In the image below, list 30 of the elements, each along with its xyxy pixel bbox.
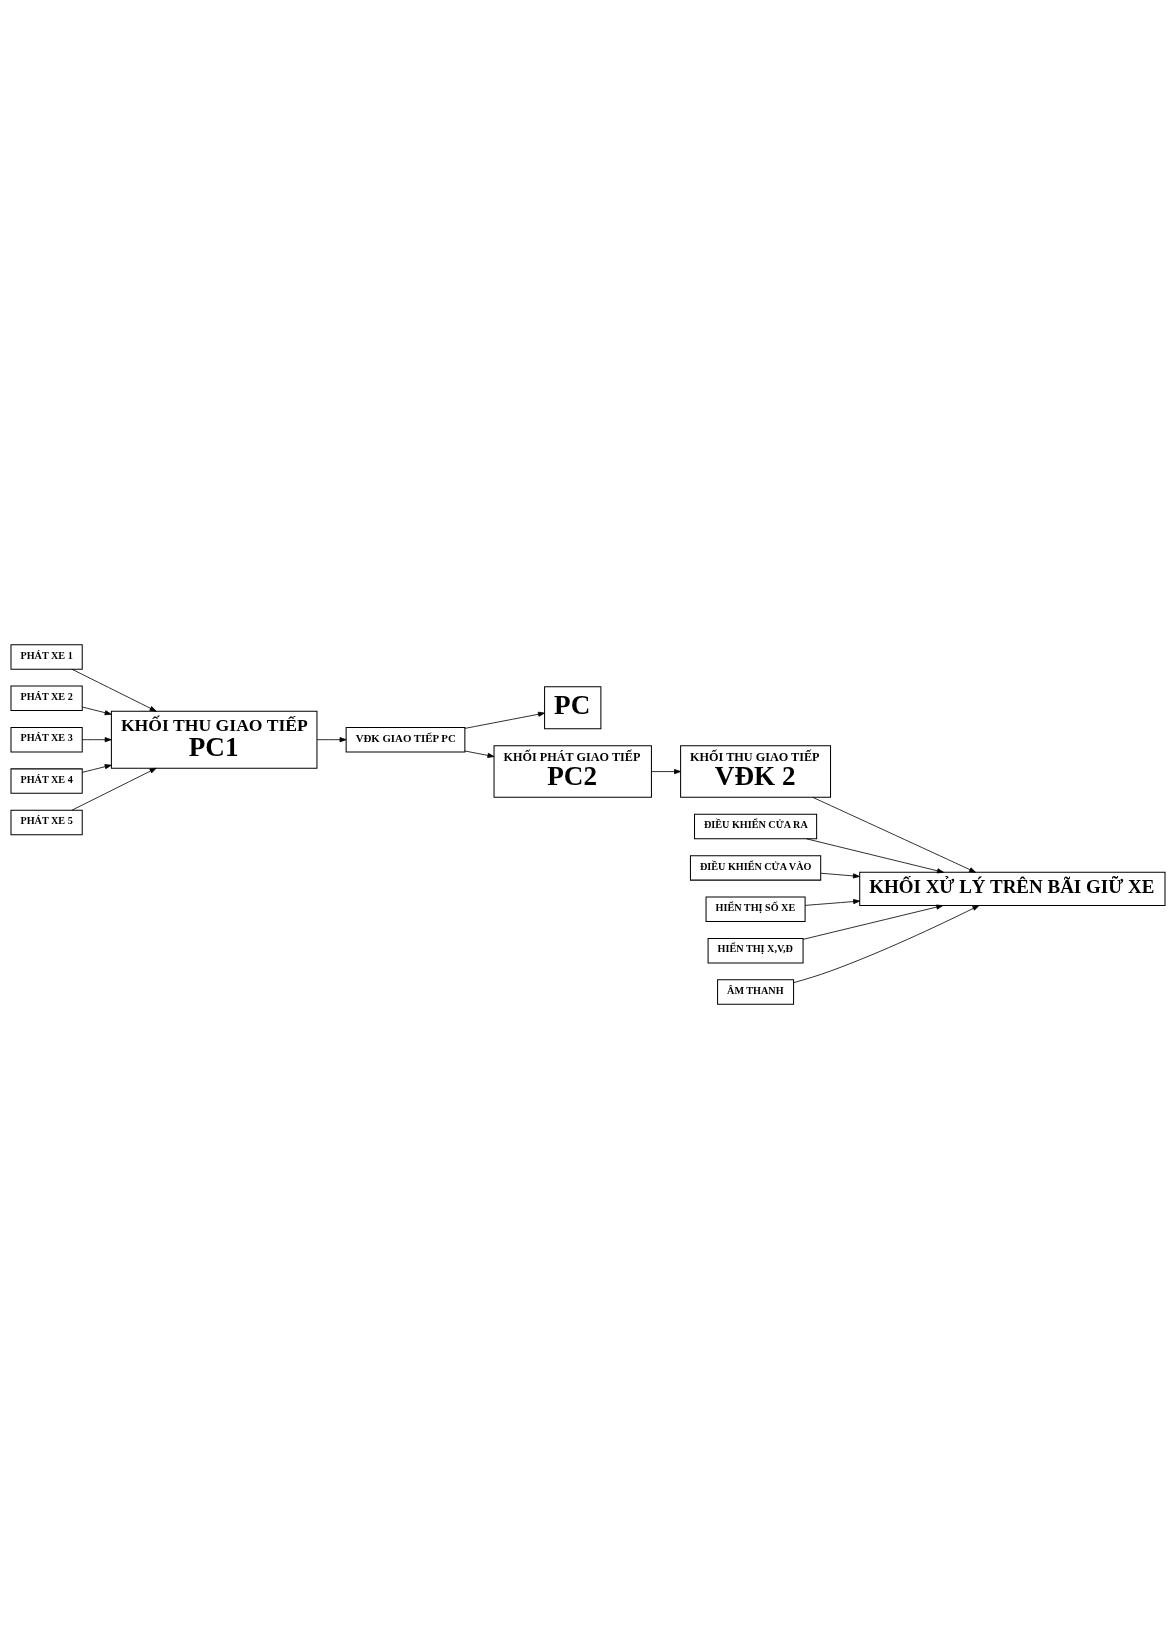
arrow [793,904,980,983]
node-box: HIỂN THỊ SỐ XE [705,896,806,922]
arrow [81,706,112,715]
node-box: PHÁT XE 4 [10,767,83,794]
node-box: ĐIỀU KHIỂN CỬA VÀO [689,854,822,881]
node-box: KHỐI THU GIAO TIẾP VĐK 2 [680,744,832,798]
node-box: KHỐI PHÁT GIAO TIẾP PC2 [493,744,652,798]
node-box: PHÁT XE 1 [10,643,83,670]
arrow [802,904,944,940]
arrow [71,767,157,811]
node-box: HIỂN THỊ X,V,Đ [707,937,804,963]
arrow [464,711,545,729]
arrow [820,872,860,878]
node-box: PC [544,685,602,729]
arrow [81,763,112,773]
node-box: PHÁT XE 3 [10,726,83,752]
arrow [464,750,495,758]
node-box: PHÁT XE 5 [10,809,83,835]
node-box: KHỐI THU GIAO TIẾP PC1 [110,710,318,769]
arrow [651,768,681,774]
arrow [71,668,157,712]
node-box: VĐK GIAO TIẾP PC [345,726,466,752]
node-box: ÂM THANH [717,978,795,1005]
node-box: KHỐI XỬ LÝ TRÊN BÃI GIỮ XE [859,871,1166,906]
arrow [81,736,112,742]
node-box: PHÁT XE 2 [10,685,83,711]
node-box: ĐIỀU KHIỂN CỬA RA [694,813,818,839]
arrow [804,898,861,906]
arrow [316,736,347,742]
arrow [806,837,944,873]
